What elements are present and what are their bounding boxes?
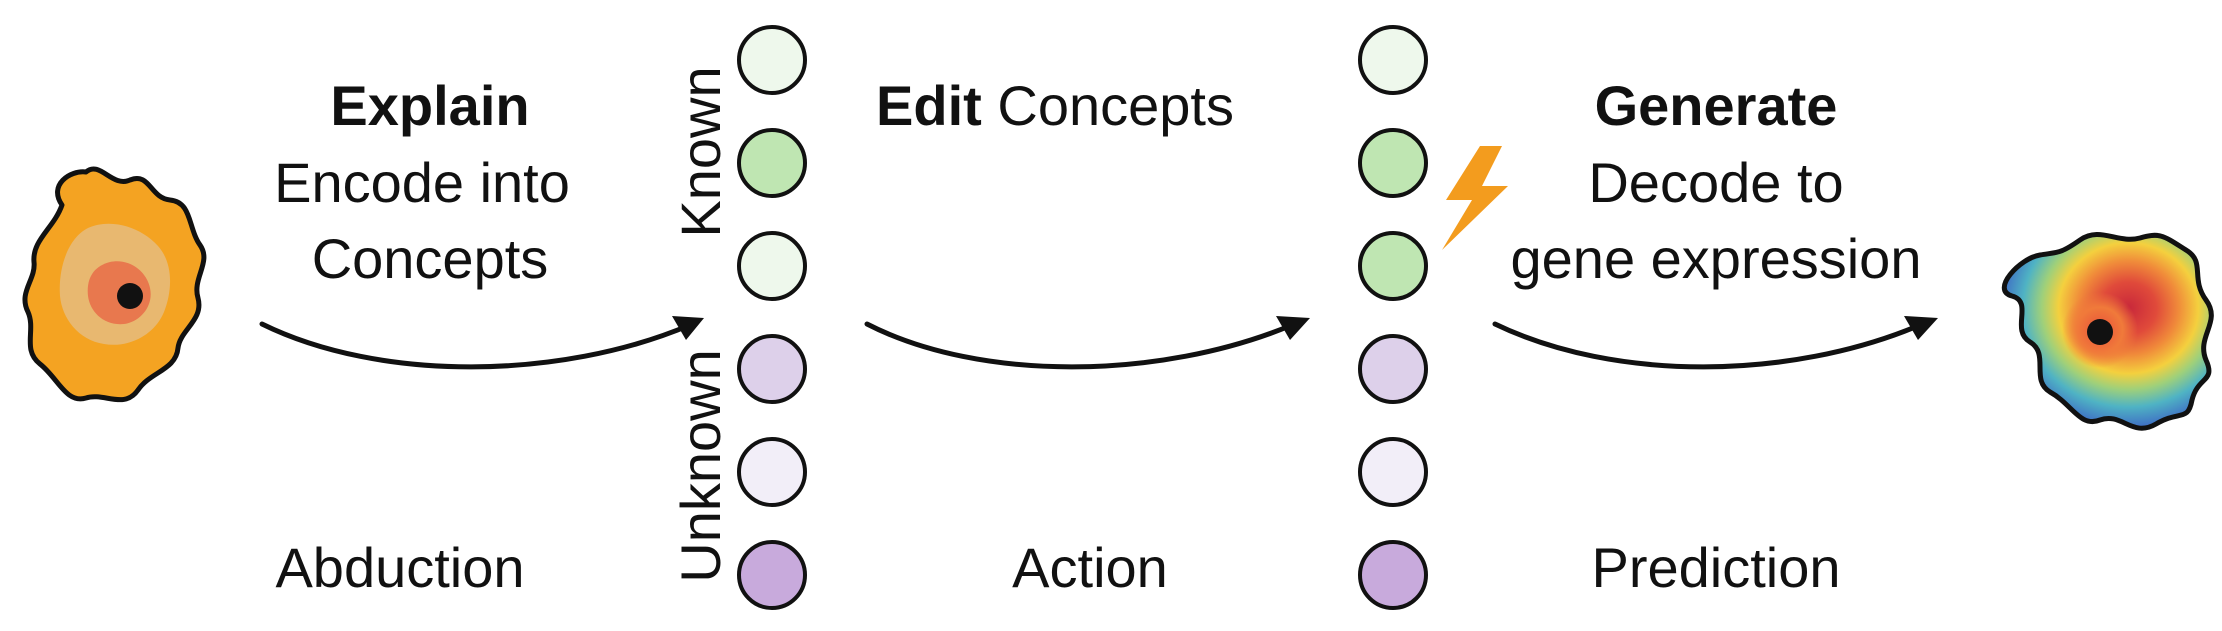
before-known-concept-1 [737,25,807,95]
after-unknown-concept-5 [1358,437,1428,507]
after-known-concept-1 [1358,25,1428,95]
output-cell-heatmap-icon [2002,232,2214,431]
known-group-label: Known [669,66,732,237]
arrow-edit [864,316,1310,370]
explain-line-2: Concepts [312,227,549,290]
input-cell-icon [22,166,207,403]
after-known-concept-2 [1358,128,1428,198]
generate-title: Generate [1595,74,1838,137]
concept-column-before [737,25,807,610]
generate-line-2: gene expression [1511,227,1922,290]
after-known-concept-3 [1358,231,1428,301]
input-cell-nucleus [117,283,143,309]
before-known-concept-2 [737,128,807,198]
prediction-label: Prediction [1591,536,1840,599]
explain-title: Explain [330,74,529,137]
generate-line-1: Decode to [1588,151,1843,214]
before-known-concept-3 [737,231,807,301]
action-label: Action [1012,536,1168,599]
before-unknown-concept-6 [737,540,807,610]
concept-column-after [1358,25,1428,610]
before-unknown-concept-4 [737,334,807,404]
after-unknown-concept-6 [1358,540,1428,610]
arrow-encode [259,316,704,370]
arrow-decode [1492,316,1938,370]
lightning-bolt-icon [1442,146,1508,250]
explain-line-1: Encode into [274,151,570,214]
abduction-label: Abduction [275,536,524,599]
edit-bold-word: Edit [876,74,982,137]
after-unknown-concept-4 [1358,334,1428,404]
edit-rest-words: Concepts [982,74,1234,137]
edit-concepts-title: Edit Concepts [876,74,1234,137]
before-unknown-concept-5 [737,437,807,507]
unknown-group-label: Unknown [669,349,732,582]
output-cell-nucleus [2087,319,2113,345]
